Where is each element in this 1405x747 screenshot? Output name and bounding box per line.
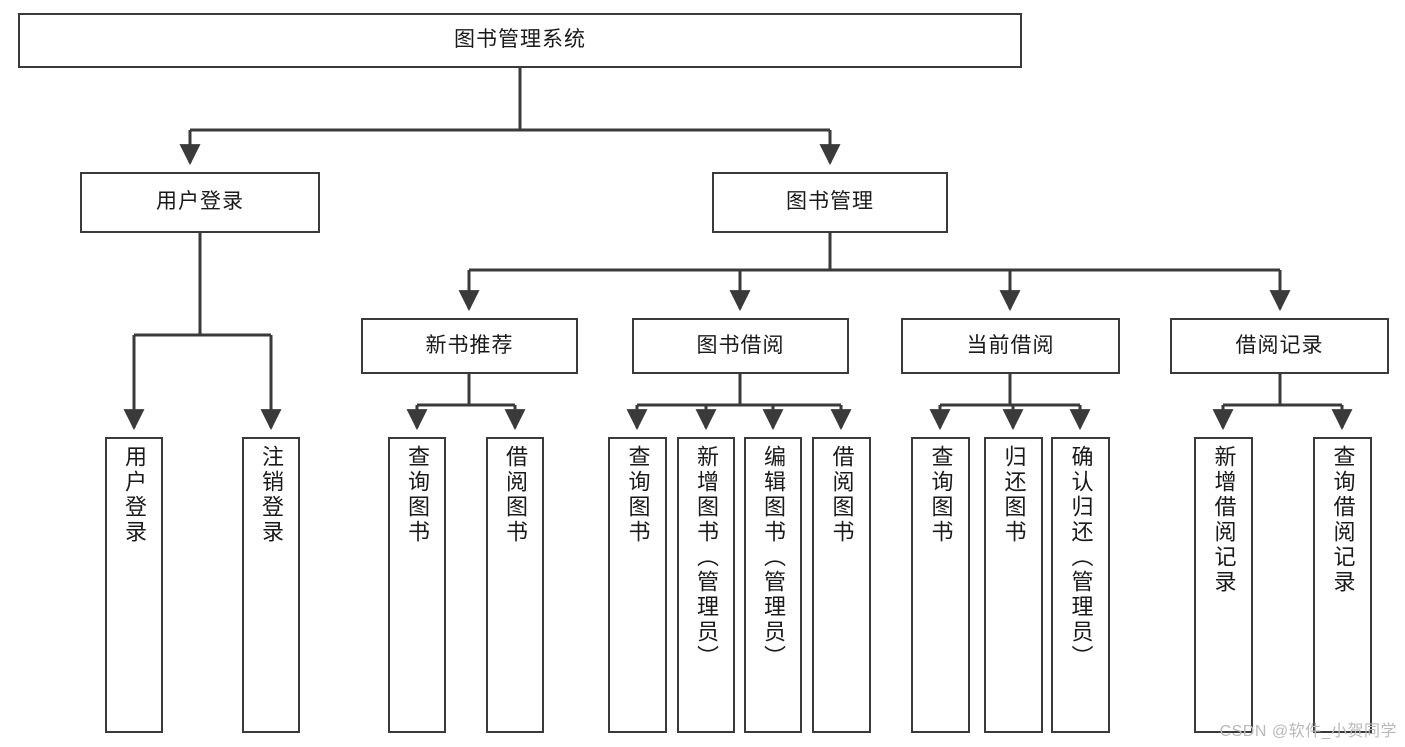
node-leaf-query-book-3[interactable]: 查询图书: [911, 437, 970, 733]
node-leaf-confirm-return-label: 确认归还（管理员）: [1068, 445, 1094, 670]
node-leaf-query-book-1[interactable]: 查询图书: [388, 437, 446, 733]
node-leaf-query-book-3-label: 查询图书: [928, 445, 954, 545]
node-leaf-add-book[interactable]: 新增图书（管理员）: [677, 437, 735, 733]
node-leaf-borrow-book-2[interactable]: 借阅图书: [812, 437, 871, 733]
node-new-book-recommend-label: 新书推荐: [425, 333, 514, 357]
node-leaf-edit-book[interactable]: 编辑图书（管理员）: [744, 437, 802, 733]
node-current-borrow-label: 当前借阅: [966, 333, 1055, 357]
node-leaf-add-record-label: 新增借阅记录: [1211, 445, 1237, 595]
node-leaf-borrow-book-2-label: 借阅图书: [829, 445, 855, 545]
node-book-borrow[interactable]: 图书借阅: [632, 318, 849, 374]
node-leaf-return-book[interactable]: 归还图书: [984, 437, 1043, 733]
node-current-borrow[interactable]: 当前借阅: [901, 318, 1120, 374]
node-book-manage[interactable]: 图书管理: [712, 172, 948, 233]
node-root[interactable]: 图书管理系统: [18, 13, 1022, 68]
node-leaf-edit-book-label: 编辑图书（管理员）: [761, 445, 786, 670]
node-leaf-logout[interactable]: 注销登录: [242, 437, 300, 733]
node-leaf-query-book-2-label: 查询图书: [625, 445, 651, 545]
node-root-label: 图书管理系统: [454, 28, 586, 52]
node-leaf-query-book-2[interactable]: 查询图书: [608, 437, 667, 733]
node-leaf-return-book-label: 归还图书: [1001, 445, 1027, 545]
node-book-borrow-label: 图书借阅: [696, 333, 785, 357]
node-borrow-record-label: 借阅记录: [1235, 333, 1324, 357]
node-leaf-query-record-label: 查询借阅记录: [1330, 445, 1356, 595]
node-user-login-label: 用户登录: [156, 190, 244, 214]
node-leaf-add-record[interactable]: 新增借阅记录: [1194, 437, 1253, 733]
csdn-watermark: CSDN @软件_小贺同学: [1219, 723, 1397, 740]
node-leaf-user-login-label: 用户登录: [122, 445, 147, 545]
node-new-book-recommend[interactable]: 新书推荐: [361, 318, 578, 374]
node-borrow-record[interactable]: 借阅记录: [1170, 318, 1389, 374]
node-leaf-logout-label: 注销登录: [259, 445, 284, 545]
node-leaf-query-book-1-label: 查询图书: [405, 445, 430, 545]
node-leaf-query-record[interactable]: 查询借阅记录: [1313, 437, 1372, 733]
node-leaf-user-login[interactable]: 用户登录: [105, 437, 163, 733]
node-leaf-confirm-return[interactable]: 确认归还（管理员）: [1051, 437, 1110, 733]
node-leaf-borrow-book-1-label: 借阅图书: [503, 445, 528, 545]
node-leaf-borrow-book-1[interactable]: 借阅图书: [486, 437, 544, 733]
node-user-login[interactable]: 用户登录: [80, 172, 320, 233]
node-leaf-add-book-label: 新增图书（管理员）: [694, 445, 719, 670]
node-book-manage-label: 图书管理: [786, 190, 874, 214]
